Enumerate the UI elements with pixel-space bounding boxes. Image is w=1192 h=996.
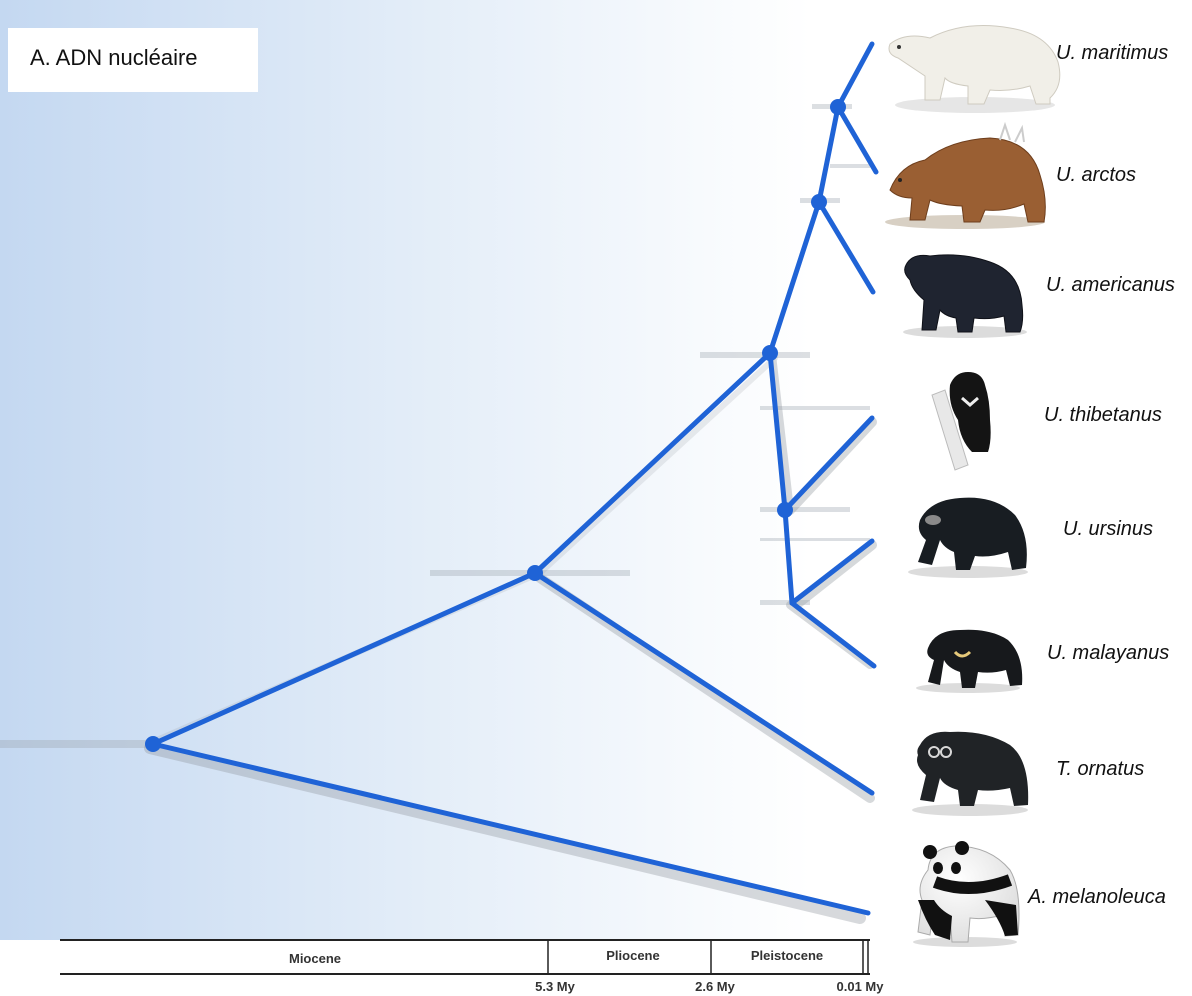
brown-bear-image	[885, 121, 1046, 229]
branch-node-e-to-americanus	[816, 199, 876, 295]
branch-root-to-node-a	[150, 570, 538, 747]
species-label-ornatus: T. ornatus	[1056, 758, 1145, 780]
geological-timescale: Miocene Pliocene Pleistocene 5.3 My 2.6 …	[60, 939, 885, 994]
branch-node-b-to-node-e	[767, 199, 822, 356]
polar-bear-image	[888, 25, 1061, 113]
node-root	[145, 736, 161, 752]
branch-node-a-to-ornatus	[532, 570, 875, 796]
tree-nodes	[145, 99, 846, 752]
branch-node-a-to-node-b	[532, 350, 773, 576]
spectacled-bear-image	[912, 731, 1029, 816]
timescale-background	[0, 940, 1192, 996]
diagram-title: A. ADN nucléaire	[8, 28, 258, 92]
branch-node-f-to-maritimus	[835, 41, 875, 110]
sloth-bear-image	[908, 497, 1028, 578]
species-label-thibetanus: U. thibetanus	[1044, 404, 1162, 426]
branch-node-c-to-thibetanus	[782, 415, 875, 513]
sun-bear-image	[916, 629, 1023, 693]
branch-node-e-to-node-f	[816, 104, 841, 205]
branch-node-f-to-arctos	[835, 104, 879, 175]
asiatic-black-bear-image	[931, 372, 991, 471]
branch-node-d-to-malayanus	[789, 600, 877, 669]
tick-5-3-my: 5.3 My	[535, 979, 576, 994]
species-label-arctos: U. arctos	[1056, 164, 1137, 186]
epoch-miocene: Miocene	[289, 951, 341, 966]
species-label-melanoleuca: A. melanoleuca	[1028, 886, 1166, 908]
species-label-maritimus: U. maritimus	[1056, 42, 1169, 64]
american-black-bear-image	[903, 254, 1027, 338]
node-f	[830, 99, 846, 115]
epoch-pleistocene: Pleistocene	[751, 948, 823, 963]
tick-2-6-my: 2.6 My	[695, 979, 736, 994]
node-a	[527, 565, 543, 581]
epoch-pliocene: Pliocene	[606, 948, 659, 963]
branch-node-b-to-node-c	[767, 350, 788, 513]
branch-node-d-to-ursinus	[789, 538, 875, 606]
branch-root-to-panda	[150, 741, 871, 916]
node-b	[762, 345, 778, 361]
species-label-ursinus: U. ursinus	[1063, 518, 1154, 540]
giant-panda-image	[913, 841, 1020, 947]
tick-0-01-my: 0.01 My	[837, 979, 885, 994]
node-c	[777, 502, 793, 518]
tree-branches	[150, 41, 879, 916]
species-label-americanus: U. americanus	[1046, 274, 1175, 296]
branch-node-c-to-node-d	[782, 507, 795, 606]
species-label-malayanus: U. malayanus	[1047, 642, 1170, 664]
node-e	[811, 194, 827, 210]
